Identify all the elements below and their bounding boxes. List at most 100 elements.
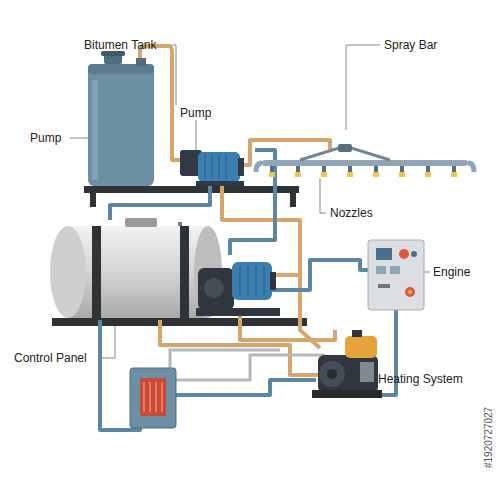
nozzle bbox=[374, 166, 378, 172]
nozzle bbox=[426, 166, 430, 172]
engine bbox=[345, 336, 377, 358]
control-box bbox=[390, 266, 400, 274]
engine bbox=[318, 355, 378, 393]
top-pump bbox=[198, 152, 240, 182]
watermark-number: #1920727027 bbox=[482, 407, 496, 468]
nozzle bbox=[322, 166, 326, 172]
bitumen-tank bbox=[92, 80, 98, 180]
nozzle bbox=[347, 172, 353, 177]
control-box bbox=[399, 249, 409, 259]
bitumen-tank bbox=[88, 64, 154, 186]
control-box bbox=[405, 287, 415, 297]
engine bbox=[312, 330, 382, 398]
top-pump bbox=[238, 158, 244, 176]
heater-box bbox=[130, 368, 176, 428]
nozzle bbox=[452, 166, 456, 172]
main-pump bbox=[270, 272, 276, 290]
top-pump bbox=[196, 181, 244, 186]
circulation-pipe bbox=[260, 260, 368, 290]
platform bbox=[84, 186, 299, 193]
engine bbox=[312, 390, 382, 398]
control-box bbox=[411, 251, 417, 257]
nozzle bbox=[296, 166, 300, 172]
main-pump bbox=[196, 262, 280, 316]
part-label: Spray Bar bbox=[384, 38, 437, 52]
nozzle bbox=[451, 172, 457, 177]
bitumen-tank bbox=[88, 51, 154, 186]
main-pump bbox=[247, 266, 249, 296]
platform bbox=[290, 193, 296, 207]
bitumen-pipe bbox=[140, 46, 335, 375]
engine bbox=[327, 369, 337, 379]
heater-box bbox=[140, 378, 166, 416]
part-label: Control Panel bbox=[14, 351, 87, 365]
control-box bbox=[368, 240, 424, 310]
storage-tank bbox=[92, 226, 101, 318]
nozzle bbox=[321, 172, 327, 177]
heater-box bbox=[143, 382, 145, 412]
top-pump bbox=[211, 155, 213, 179]
engine bbox=[319, 361, 345, 387]
platform bbox=[52, 318, 307, 326]
circulation-pipe bbox=[110, 185, 210, 220]
main-pump bbox=[239, 266, 241, 296]
engine bbox=[352, 330, 362, 337]
nozzle bbox=[348, 166, 352, 172]
part-label: Heating System bbox=[378, 372, 463, 386]
leader-line bbox=[424, 272, 430, 273]
heater-box bbox=[161, 382, 163, 412]
service-pipe bbox=[170, 350, 325, 380]
part-label: Engine bbox=[433, 265, 470, 279]
spray-bar bbox=[338, 144, 352, 152]
storage-tank bbox=[50, 218, 222, 318]
engine bbox=[360, 362, 374, 382]
storage-tank bbox=[180, 226, 189, 318]
main-pump bbox=[240, 266, 264, 296]
nozzle bbox=[425, 172, 431, 177]
nozzle bbox=[270, 166, 274, 172]
service-pipe bbox=[175, 355, 325, 380]
control-box bbox=[376, 266, 386, 274]
spray-bar bbox=[262, 160, 468, 166]
nozzle bbox=[295, 172, 301, 177]
top-pump bbox=[205, 155, 226, 179]
nozzle bbox=[269, 166, 457, 177]
nozzle bbox=[269, 172, 275, 177]
control-box bbox=[408, 290, 412, 294]
main-pump bbox=[196, 308, 280, 316]
main-pump bbox=[204, 278, 224, 298]
control-box bbox=[368, 240, 424, 310]
top-pump bbox=[180, 150, 244, 186]
part-label: Nozzles bbox=[330, 206, 373, 220]
part-label: Pump bbox=[30, 131, 61, 145]
spray-bar bbox=[256, 144, 474, 177]
top-pump bbox=[225, 155, 227, 179]
main-pump bbox=[263, 266, 265, 296]
part-label: Pump bbox=[180, 106, 211, 120]
leader-line bbox=[346, 45, 380, 130]
platform bbox=[90, 193, 96, 207]
main-pump bbox=[198, 268, 234, 310]
nozzle bbox=[373, 172, 379, 177]
heater-box bbox=[144, 382, 162, 412]
leader-line bbox=[196, 120, 197, 150]
nozzle bbox=[400, 166, 404, 172]
nozzle bbox=[399, 172, 405, 177]
service-pipe bbox=[170, 350, 280, 370]
control-box bbox=[378, 284, 390, 288]
bitumen-tank bbox=[136, 58, 146, 66]
heater-box bbox=[155, 382, 157, 412]
bitumen-pipe bbox=[275, 273, 300, 277]
bitumen-pipe bbox=[222, 176, 320, 348]
platform bbox=[52, 186, 307, 326]
main-pump bbox=[232, 262, 272, 300]
heater-box bbox=[130, 368, 176, 428]
storage-tank bbox=[68, 226, 208, 318]
heater-box bbox=[149, 382, 151, 412]
part-label: Bitumen Tank bbox=[84, 38, 157, 52]
leader-line bbox=[320, 178, 326, 213]
top-pump bbox=[218, 155, 220, 179]
circulation-pipe bbox=[175, 380, 316, 395]
top-pump bbox=[204, 155, 206, 179]
